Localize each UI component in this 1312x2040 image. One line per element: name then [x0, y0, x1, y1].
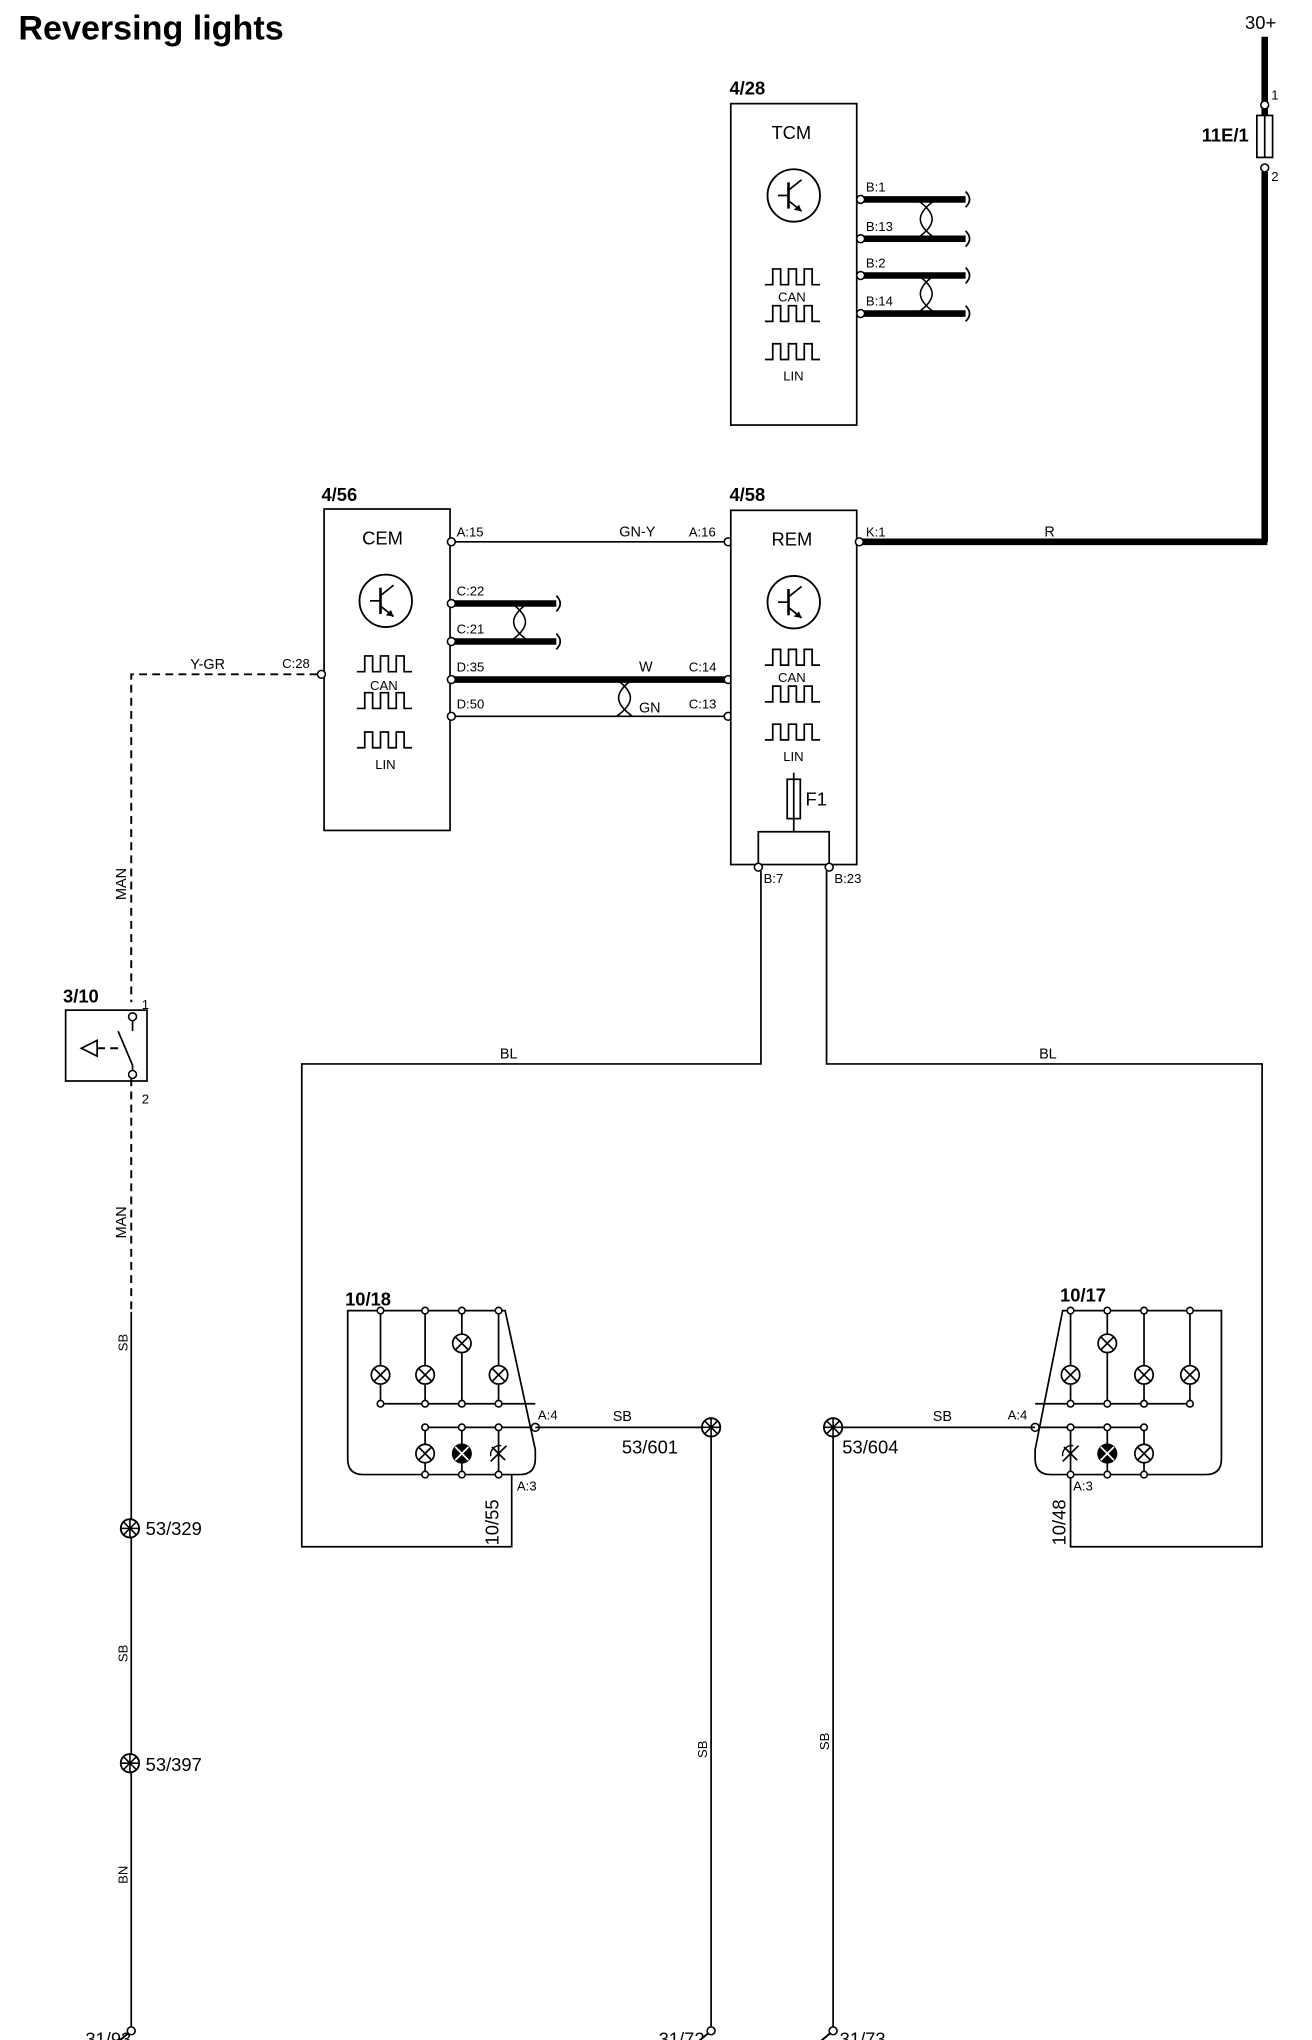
rem-pin-b23: B:23: [834, 871, 861, 886]
cem-pin-c22: C:22: [457, 584, 485, 599]
wire-sb-73-label: SB: [817, 1732, 832, 1750]
tcm-pin-b13: B:13: [866, 219, 893, 234]
cem-can-label: CAN: [370, 678, 398, 693]
ground-31-73: 31/73: [840, 2029, 886, 2040]
lamp-left-connector: 10/55: [482, 1499, 503, 1545]
ground-31-72: 31/72: [659, 2029, 705, 2040]
lamp-left-pin-a3: A:3: [517, 1478, 537, 1493]
switch-pin-1: 1: [142, 997, 149, 1012]
wire-sb-601-label: SB: [613, 1409, 632, 1425]
wire-man-label-1: MAN: [114, 868, 130, 900]
rem-pin-a16: A:16: [689, 525, 716, 540]
rem-pin-c13: C:13: [689, 696, 717, 711]
cem-pin-c28: C:28: [282, 656, 310, 671]
cem-name: CEM: [362, 527, 403, 548]
splice-53-329: 53/329: [146, 1518, 202, 1539]
power-label: 30+: [1245, 12, 1276, 33]
rem-id: 4/58: [729, 484, 765, 505]
tcm-id: 4/28: [729, 77, 765, 98]
wire-w-label: W: [639, 660, 653, 676]
wire-gn-y-label: GN-Y: [619, 525, 655, 541]
wire-sb-72-label: SB: [695, 1740, 710, 1758]
tcm-pin-b14: B:14: [866, 294, 893, 309]
cem-lin-label: LIN: [375, 757, 395, 772]
lamp-right-pin-a4: A:4: [1008, 1407, 1028, 1422]
tcm-lin-label: LIN: [783, 368, 803, 383]
switch-id: 3/10: [63, 985, 99, 1006]
splice-53-601: 53/601: [622, 1437, 678, 1458]
tcm-pin-b1: B:1: [866, 180, 886, 195]
ground-31-93: 31/93: [85, 2029, 131, 2040]
fuse-11e1-pin2: 2: [1271, 169, 1278, 184]
diagram-title: Reversing lights: [18, 9, 283, 47]
wire-sb-left-label: SB: [115, 1334, 130, 1352]
cem-pin-d35: D:35: [457, 660, 485, 675]
rem-pin-c14: C:14: [689, 660, 717, 675]
rem-pin-k1: K:1: [866, 525, 886, 540]
tcm-name: TCM: [771, 122, 811, 143]
cem-module: [323, 508, 451, 832]
tcm-module: [729, 102, 858, 426]
lamp-right-pin-a3: A:3: [1073, 1478, 1093, 1493]
wire-y-gr-label: Y-GR: [190, 657, 225, 673]
wire-bn-label: BN: [115, 1866, 130, 1884]
splice-53-397: 53/397: [146, 1754, 202, 1775]
lamp-left-housing: [346, 1309, 537, 1476]
cem-pin-a15: A:15: [457, 525, 484, 540]
lamp-right-housing: [1034, 1309, 1223, 1476]
tcm-can-label: CAN: [778, 290, 806, 305]
rem-fuse-label: F1: [806, 789, 827, 810]
wire-gn-label: GN: [639, 700, 661, 716]
rem-lin-label: LIN: [783, 749, 803, 764]
wire-bl-left-label: BL: [500, 1047, 518, 1063]
splice-53-604: 53/604: [842, 1437, 898, 1458]
lamp-right-connector: 10/48: [1048, 1499, 1069, 1545]
lamp-left-id: 10/18: [345, 1288, 391, 1309]
lamp-left-pin-a4: A:4: [538, 1407, 558, 1422]
wire-sb-604-label: SB: [933, 1409, 952, 1425]
wire-bl-right-label: BL: [1039, 1047, 1057, 1063]
rem-name: REM: [771, 529, 812, 550]
cem-id: 4/56: [321, 484, 357, 505]
cem-pin-d50: D:50: [457, 696, 485, 711]
reverse-switch: [64, 1009, 148, 1082]
rem-can-label: CAN: [778, 670, 806, 685]
lamp-right-id: 10/17: [1060, 1284, 1106, 1305]
wire-man-label-2: MAN: [114, 1206, 130, 1238]
switch-pin-2: 2: [142, 1091, 149, 1106]
tcm-pin-b2: B:2: [866, 256, 886, 271]
fuse-11e1-pin1: 1: [1271, 88, 1278, 103]
fuse-11e1-id: 11E/1: [1202, 125, 1249, 146]
rem-pin-b7: B:7: [764, 871, 784, 886]
wire-sb-left2-label: SB: [115, 1644, 130, 1662]
wire-r-label: R: [1044, 525, 1054, 541]
cem-pin-c21: C:21: [457, 622, 485, 637]
